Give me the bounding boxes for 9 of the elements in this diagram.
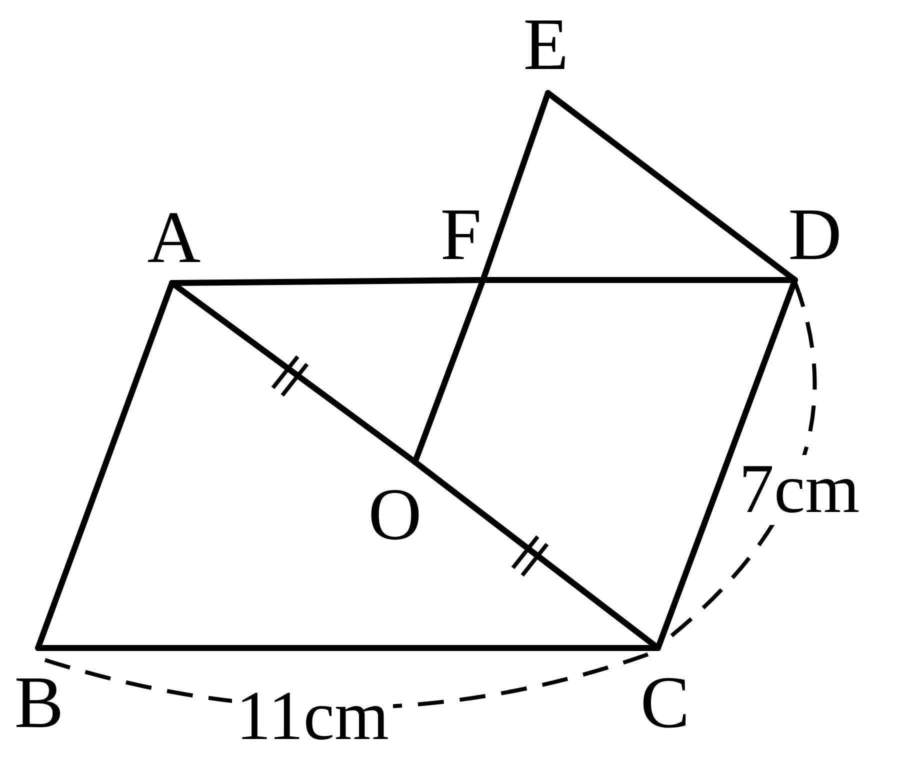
line-segment xyxy=(412,459,661,651)
point-label: O xyxy=(364,462,426,548)
point-label: C xyxy=(632,648,698,736)
point-label: B xyxy=(8,648,70,736)
point-label: F xyxy=(433,202,489,280)
point-label: E xyxy=(515,12,577,93)
line-segment xyxy=(545,90,798,283)
point-label: D xyxy=(780,202,850,280)
point-label: A xyxy=(143,205,205,283)
